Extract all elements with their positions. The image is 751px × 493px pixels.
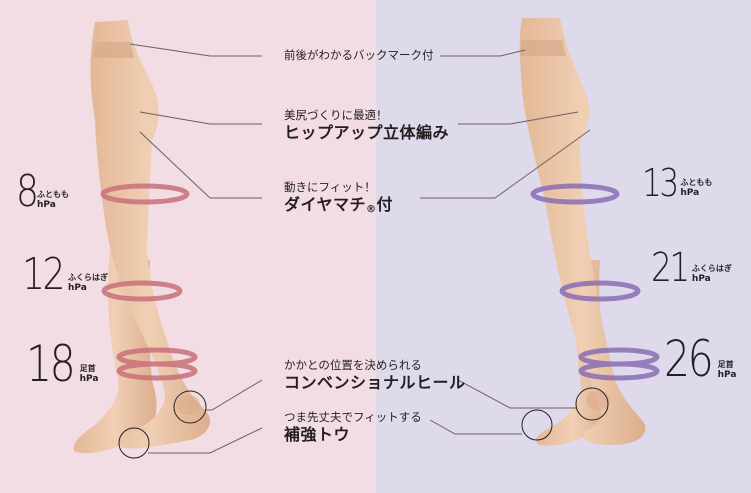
pressure-unit: hPa xyxy=(717,370,737,380)
left-legs xyxy=(73,20,210,454)
right-legs xyxy=(519,18,646,446)
feature-toe: つま先丈夫でフィットする 補強トウ xyxy=(284,410,422,445)
pressure-unit: hPa xyxy=(691,274,711,284)
feature-title: ダイヤマチ xyxy=(284,195,367,214)
feature-title-suffix: 付 xyxy=(376,195,394,214)
feature-caption: かかとの位置を決められる xyxy=(284,358,422,372)
feature-caption: 動きにフィット！ xyxy=(284,180,376,194)
feature-caption: 美尻づくりに最適！ xyxy=(284,108,388,122)
feature-back-mark: 前後がわかるバックマーク付 xyxy=(284,48,434,63)
pressure-value: 18 xyxy=(26,335,76,393)
feature-hip-up: 美尻づくりに最適！ ヒップアップ立体編み xyxy=(284,108,449,143)
pressure-value: 8 xyxy=(16,166,39,217)
left-compression-rings xyxy=(100,183,198,381)
pressure-value: 26 xyxy=(664,330,714,388)
pressure-part: ふくらはぎ xyxy=(691,264,732,273)
pressure-value: 12 xyxy=(22,249,65,300)
feature-caption: 前後がわかるバックマーク付 xyxy=(284,48,434,62)
pressure-value: 21 xyxy=(651,245,690,291)
pressure-unit: hPa xyxy=(37,200,56,210)
feature-heel: かかとの位置を決められる コンベンショナルヒール xyxy=(284,358,466,393)
pressure-part: 足首 xyxy=(79,364,96,373)
registered-mark: ® xyxy=(366,204,377,215)
pressure-unit: hPa xyxy=(680,188,700,198)
pressure-part: ふともも xyxy=(37,190,69,199)
feature-title: 補強トウ xyxy=(284,425,351,444)
feature-title: ヒップアップ立体編み xyxy=(284,123,450,142)
right-compression-rings xyxy=(530,183,660,381)
pressure-part: 足首 xyxy=(717,360,734,369)
pressure-unit: hPa xyxy=(68,283,87,293)
detail-circles xyxy=(118,387,609,459)
callout-lines xyxy=(129,43,591,454)
feature-gusset: 動きにフィット！ ダイヤマチ®付 xyxy=(284,180,393,220)
pressure-unit: hPa xyxy=(79,374,99,384)
feature-title: コンベンショナルヒール xyxy=(284,373,466,392)
pressure-part: ふともも xyxy=(680,178,713,187)
feature-caption: つま先丈夫でフィットする xyxy=(284,410,422,424)
pressure-value: 13 xyxy=(642,161,679,205)
pressure-part: ふくらはぎ xyxy=(68,273,108,282)
